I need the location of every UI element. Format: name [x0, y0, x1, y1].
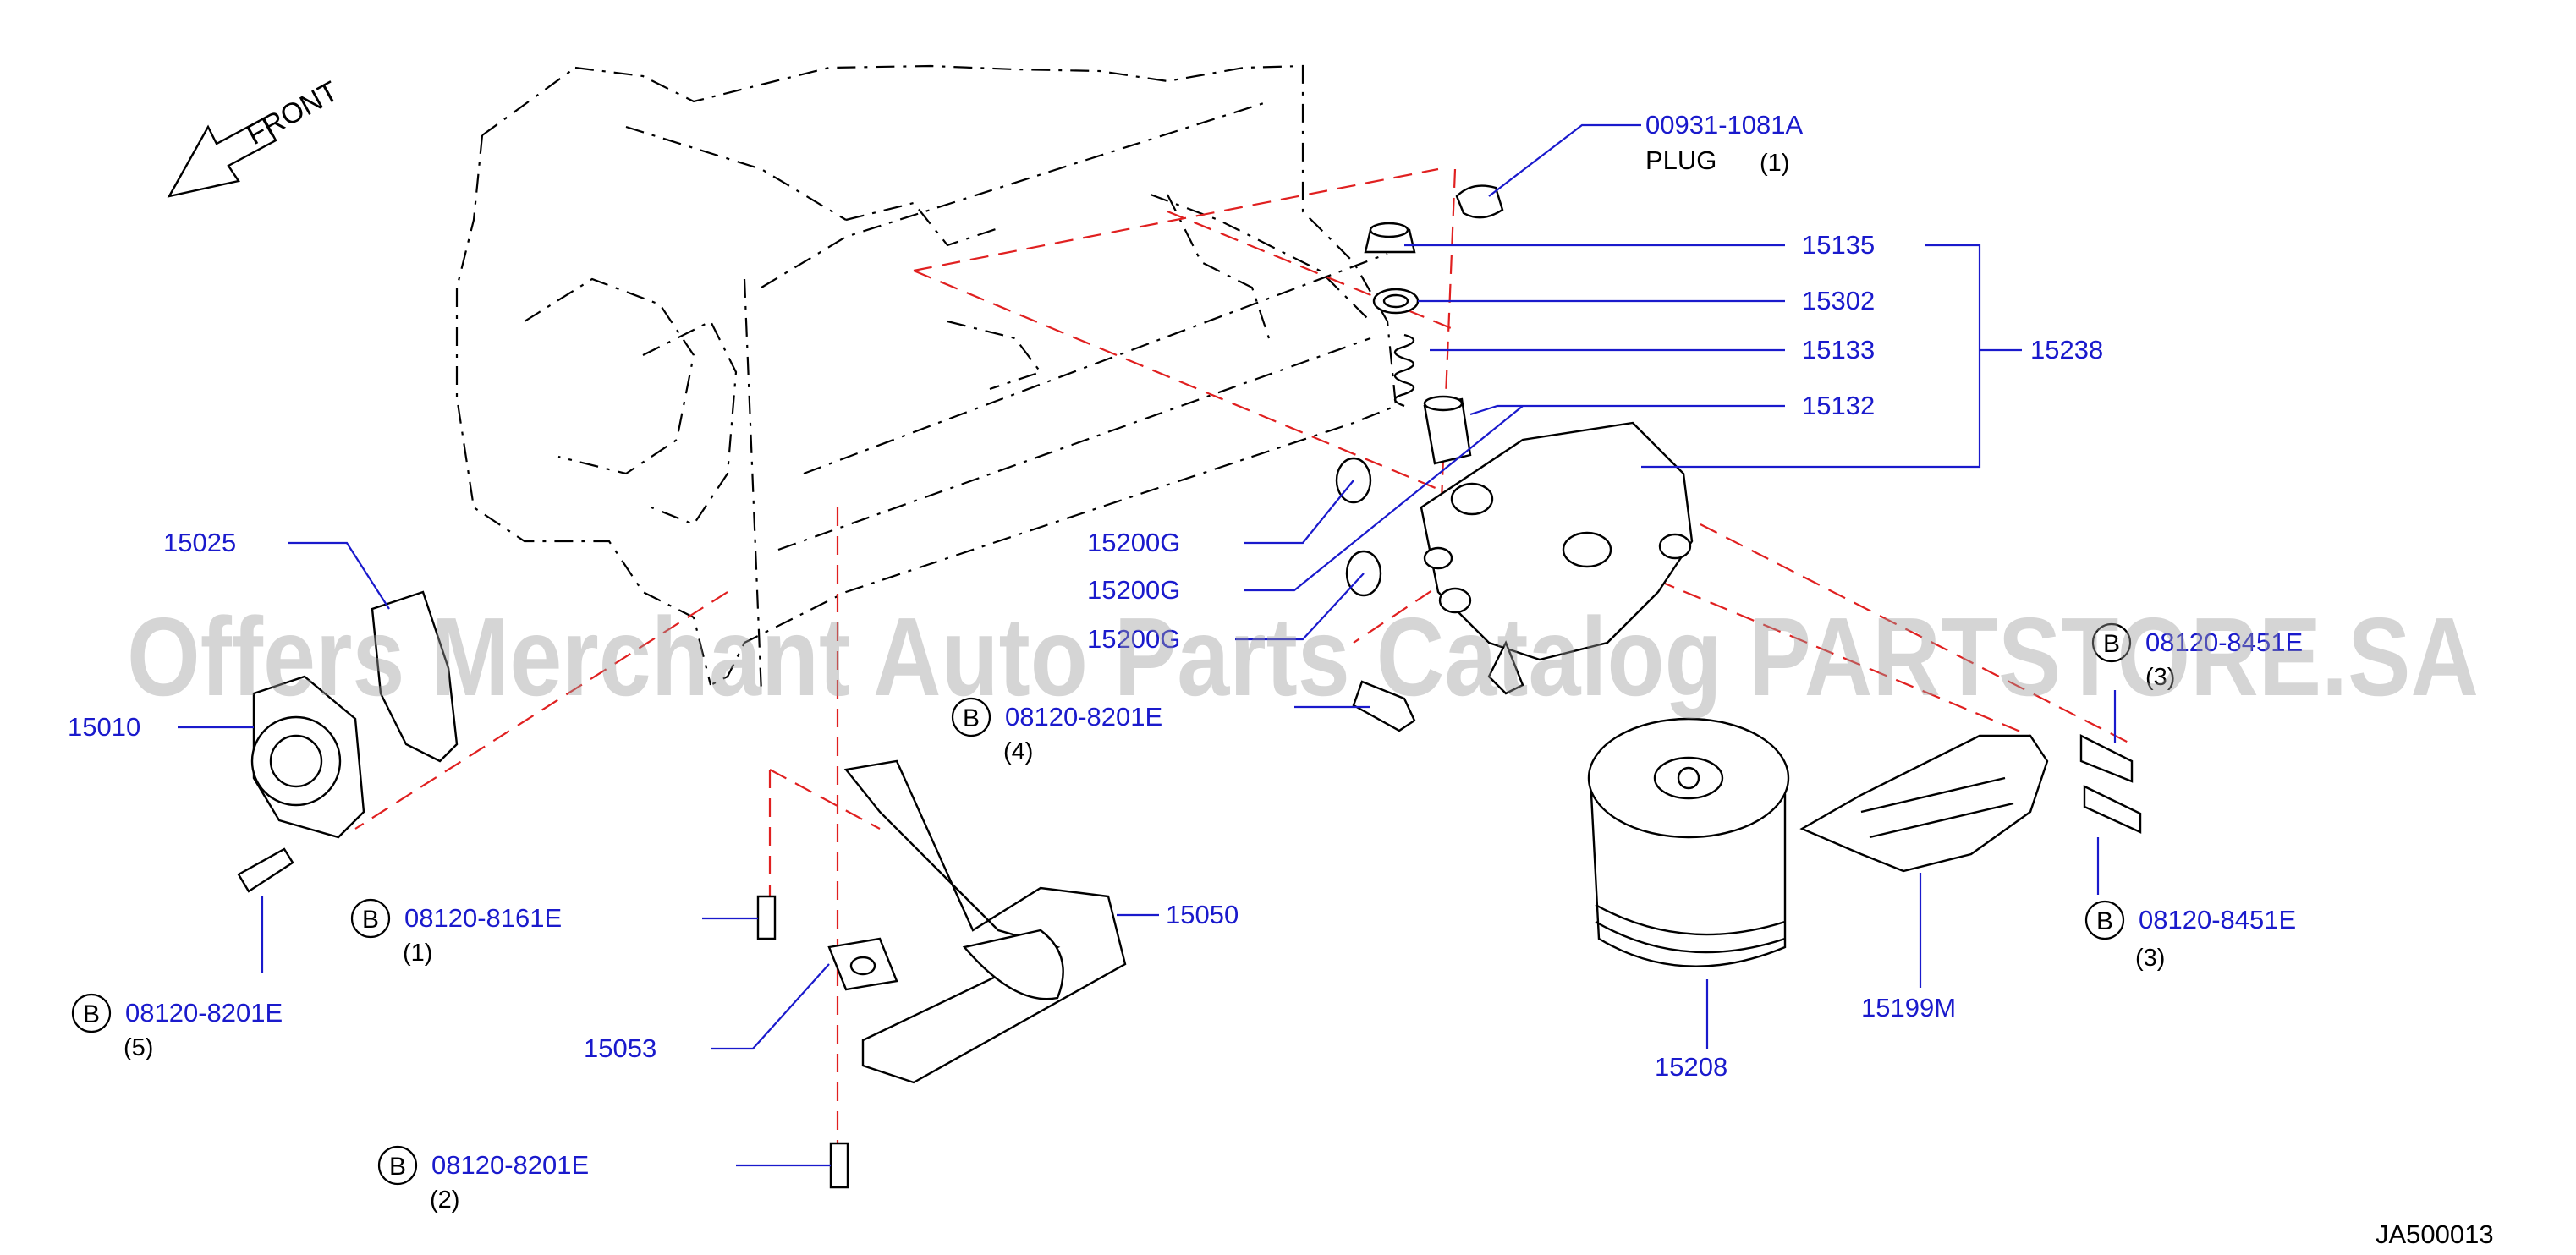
bolt-label-b2: B 08120-8161E (1): [350, 898, 562, 967]
bolt-label-b4: B 08120-8201E (2): [377, 1145, 589, 1214]
front-label: FRONT: [241, 75, 343, 151]
filter-bracket: [1420, 421, 1694, 695]
bolt-icons: [237, 680, 2142, 1189]
bolt-qty: (3): [2135, 945, 2165, 972]
plug-part-number: 00931-1081A: [1645, 110, 1803, 140]
badge-letter: B: [389, 1153, 406, 1181]
front-arrow-icon: [167, 117, 277, 198]
bolt-part-number: 08120-8161E: [404, 903, 562, 933]
oil-pan-gasket-label: 15025: [163, 528, 236, 557]
oil-pan-gasket-part: [371, 590, 459, 763]
relief-group-15238: 15238: [2030, 335, 2103, 364]
bolt-part-number: 08120-8201E: [431, 1150, 589, 1180]
oil-filter-label: 15208: [1655, 1052, 1727, 1082]
relief-part-15132: 15132: [1802, 391, 1875, 420]
bracket-label: 15199M: [1861, 993, 1956, 1022]
relief-valve-parts: [1364, 222, 1472, 465]
bolt-part-number: 08120-8451E: [2145, 628, 2303, 657]
gasket-15200g-3: 15200G: [1087, 624, 1180, 654]
bolt-part-number: 08120-8201E: [1005, 702, 1162, 732]
bolt-qty: (2): [430, 1186, 459, 1214]
bolt-label-b3: B 08120-8201E (5): [71, 993, 283, 1061]
bolt-label-b5: B 08120-8451E (3): [2091, 622, 2303, 691]
badge-letter: B: [963, 704, 980, 732]
relief-part-15302: 15302: [1802, 286, 1875, 315]
strainer-label: 15050: [1166, 900, 1239, 929]
bolt-label-b1: B 08120-8201E (4): [951, 697, 1162, 765]
bolt-qty: (5): [124, 1034, 153, 1061]
oil-pump-part: [250, 675, 365, 839]
badge-letter: B: [2096, 907, 2113, 935]
bolt-qty: (1): [403, 940, 432, 967]
bolt-part-number: 08120-8451E: [2139, 905, 2296, 934]
plug-name: PLUG: [1645, 145, 1716, 175]
bolt-label-b6: B 08120-8451E (3): [2084, 900, 2296, 972]
diagram-code: JA500013: [2376, 1219, 2494, 1249]
relief-part-15135: 15135: [1802, 230, 1875, 260]
badge-letter: B: [83, 1000, 100, 1028]
bolt-qty: (4): [1003, 738, 1033, 765]
plug-qty: (1): [1760, 150, 1789, 177]
strainer-part: [843, 759, 1127, 1084]
leader-lines: [178, 123, 2117, 1167]
bracket-part: [1799, 734, 2049, 873]
gasket-15200g-2: 15200G: [1087, 575, 1180, 605]
engine-block: [455, 64, 1398, 694]
badge-letter: B: [362, 906, 379, 934]
bolt-qty: (3): [2145, 664, 2175, 691]
oil-filter-part: [1587, 717, 1790, 967]
bolt-part-number: 08120-8201E: [125, 998, 283, 1028]
relief-part-15133: 15133: [1802, 335, 1875, 364]
strainer-gasket-part: [827, 937, 898, 991]
watermark: Offers Merchant Auto Parts Catalog PARTS…: [127, 595, 2479, 719]
oil-pump-label: 15010: [68, 712, 140, 742]
strainer-gasket-label: 15053: [584, 1033, 656, 1063]
badge-letter: B: [2103, 630, 2120, 658]
gasket-15200g-1: 15200G: [1087, 528, 1180, 557]
